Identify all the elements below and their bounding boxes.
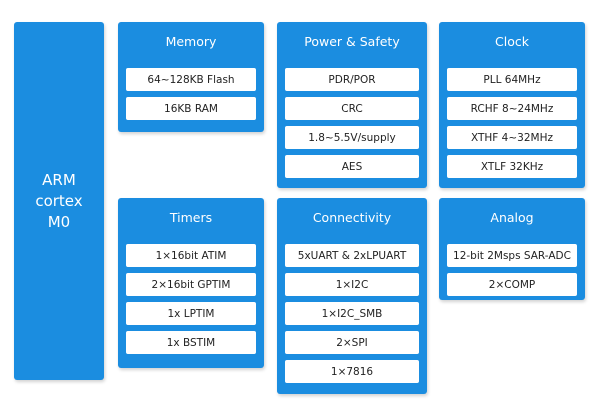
timers-panel: Timers 1×16bit ATIM 2×16bit GPTIM 1x LPT… (118, 198, 264, 368)
memory-item-flash: 64~128KB Flash (126, 68, 256, 91)
timers-title: Timers (169, 210, 213, 225)
power-item-pdr-por: PDR/POR (285, 68, 419, 91)
arm-cortex-m0-core-block: ARM cortex M0 (14, 22, 104, 380)
connectivity-panel: Connectivity 5xUART & 2xLPUART 1×I2C 1×I… (277, 198, 427, 394)
connectivity-item-uart: 5xUART & 2xLPUART (285, 244, 419, 267)
memory-item-ram: 16KB RAM (126, 97, 256, 120)
analog-item-adc: 12-bit 2Msps SAR-ADC (447, 244, 577, 267)
core-label: ARM cortex M0 (35, 170, 83, 231)
power-safety-title: Power & Safety (304, 34, 400, 49)
power-safety-panel: Power & Safety PDR/POR CRC 1.8~5.5V/supp… (277, 22, 427, 188)
memory-title: Memory (165, 34, 217, 49)
clock-item-xthf: XTHF 4~32MHz (447, 126, 577, 149)
analog-panel: Analog 12-bit 2Msps SAR-ADC 2×COMP (439, 198, 585, 300)
connectivity-item-7816: 1×7816 (285, 360, 419, 383)
timers-item-lptim: 1x LPTIM (126, 302, 256, 325)
clock-panel: Clock PLL 64MHz RCHF 8~24MHz XTHF 4~32MH… (439, 22, 585, 188)
clock-title: Clock (495, 34, 529, 49)
timers-item-gptim: 2×16bit GPTIM (126, 273, 256, 296)
analog-title: Analog (490, 210, 534, 225)
clock-item-pll: PLL 64MHz (447, 68, 577, 91)
connectivity-item-i2c-smb: 1×I2C_SMB (285, 302, 419, 325)
analog-item-comp: 2×COMP (447, 273, 577, 296)
connectivity-title: Connectivity (312, 210, 392, 225)
power-item-supply: 1.8~5.5V/supply (285, 126, 419, 149)
connectivity-item-i2c: 1×I2C (285, 273, 419, 296)
power-item-aes: AES (285, 155, 419, 178)
timers-item-atim: 1×16bit ATIM (126, 244, 256, 267)
connectivity-item-spi: 2×SPI (285, 331, 419, 354)
clock-item-xtlf: XTLF 32KHz (447, 155, 577, 178)
memory-panel: Memory 64~128KB Flash 16KB RAM (118, 22, 264, 132)
clock-item-rchf: RCHF 8~24MHz (447, 97, 577, 120)
timers-item-bstim: 1x BSTIM (126, 331, 256, 354)
power-item-crc: CRC (285, 97, 419, 120)
